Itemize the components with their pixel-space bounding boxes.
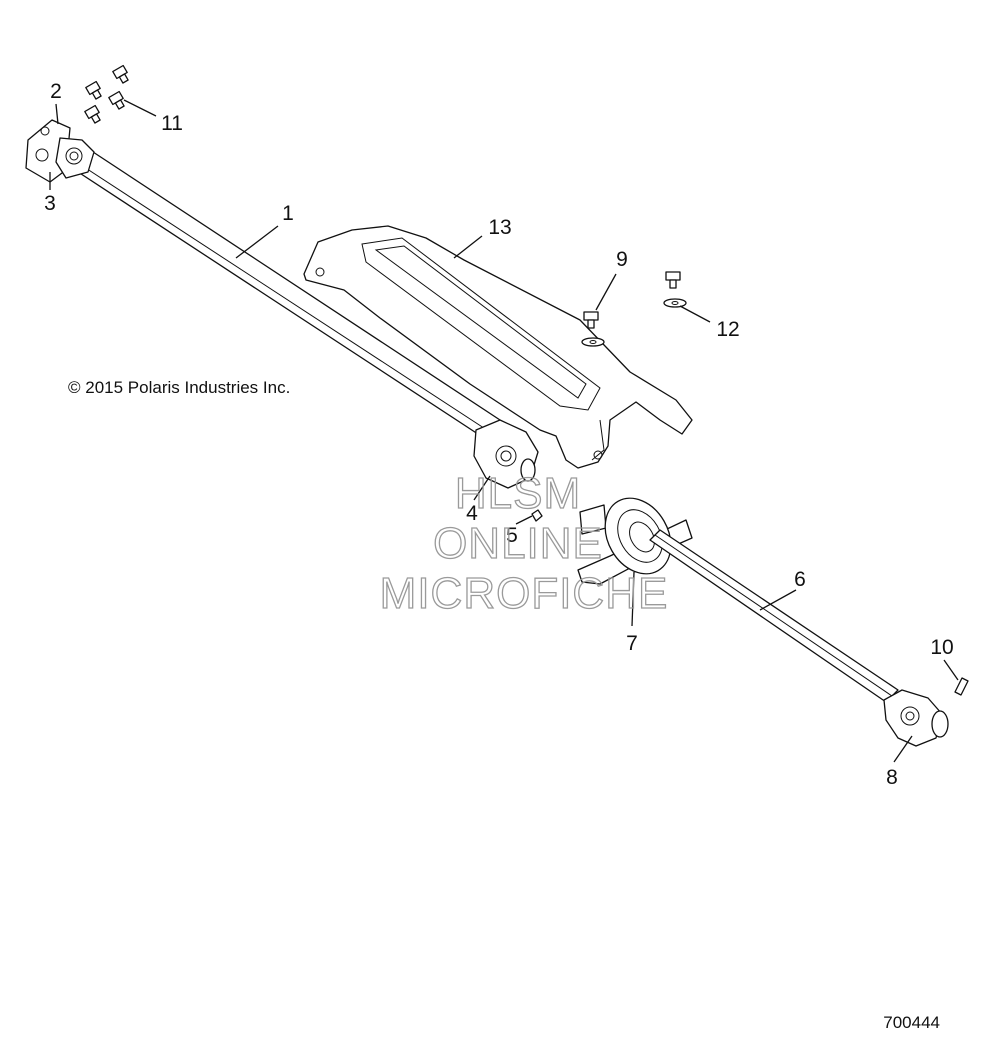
callout-10: 10 (930, 636, 953, 659)
callout-9: 9 (616, 248, 628, 271)
bolt-washer-12 (663, 271, 687, 308)
watermark-line-1: HLSM (455, 469, 581, 518)
center-u-joint (473, 419, 539, 489)
callout-11: 11 (161, 112, 183, 135)
callout-12: 12 (716, 318, 739, 341)
callout-8: 8 (886, 766, 898, 789)
rear-u-joint (883, 689, 949, 747)
bolt-washer-9 (581, 311, 605, 347)
callout-6: 6 (794, 568, 806, 591)
bolts (84, 64, 129, 124)
figure-number: 700444 (883, 1013, 940, 1032)
watermark-line-3: MICROFICHE (380, 569, 669, 618)
callout-13: 13 (488, 216, 511, 239)
callout-4: 4 (466, 502, 478, 525)
driveshaft-cover (303, 225, 693, 469)
callout-7: 7 (626, 632, 638, 655)
callout-1: 1 (282, 202, 294, 225)
leader-lines (49, 99, 959, 763)
callout-5: 5 (506, 524, 518, 547)
callout-3: 3 (44, 192, 56, 215)
grease-fitting (531, 509, 543, 522)
rear-driveshaft (649, 529, 899, 703)
callout-2: 2 (50, 80, 62, 103)
watermark-line-2: ONLINE (433, 519, 603, 568)
roll-pin (954, 677, 969, 696)
front-yoke-flange (25, 119, 95, 183)
copyright-text: © 2015 Polaris Industries Inc. (68, 378, 290, 397)
